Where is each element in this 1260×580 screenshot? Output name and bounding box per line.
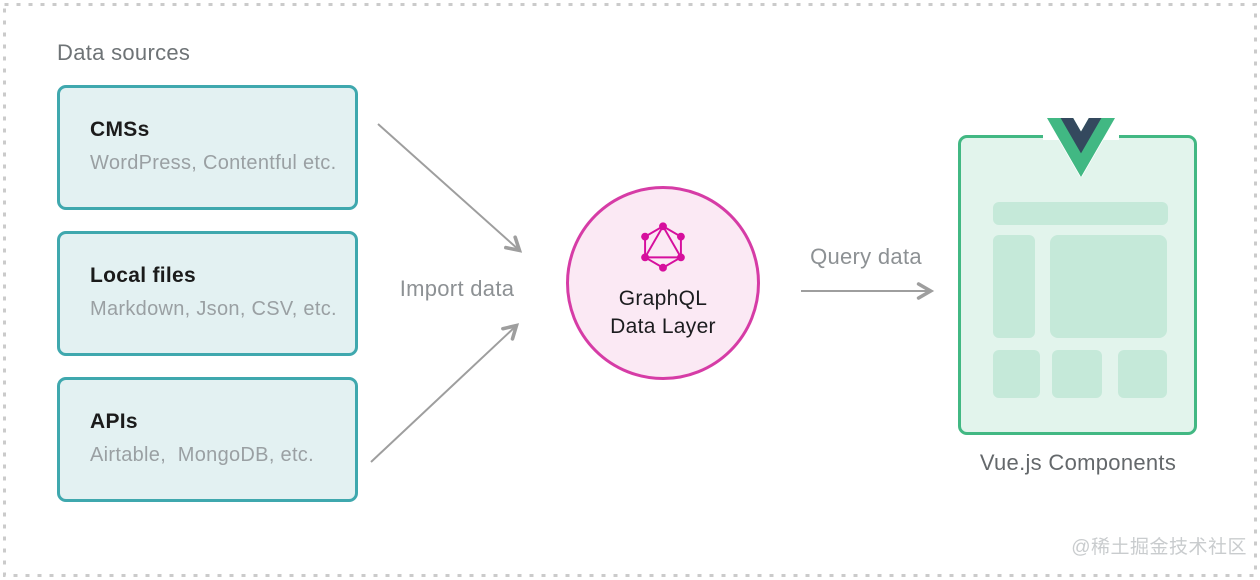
vue-components-caption: Vue.js Components <box>979 450 1177 475</box>
import-arrow-cms <box>377 123 523 253</box>
source-box-subtitle: WordPress, Contentful etc. <box>90 152 337 174</box>
source-box-subtitle: Markdown, Json, CSV, etc. <box>90 298 337 320</box>
watermark: @稀土掘金技术社区 <box>1071 537 1247 558</box>
vue-skeleton-tile <box>1052 350 1102 398</box>
import-arrow-apis <box>370 323 520 463</box>
source-box-title: CMSs <box>90 118 150 141</box>
vue-logo-icon <box>1047 118 1115 177</box>
query-data-label: Query data <box>810 244 922 269</box>
graphql-data-layer-node: GraphQL Data Layer <box>566 186 760 380</box>
vue-skeleton-sidebar <box>993 235 1035 338</box>
vue-skeleton-content <box>1050 235 1167 338</box>
graphql-logo-icon <box>641 222 685 272</box>
vue-components-card <box>958 135 1197 435</box>
source-box-apis: APIs Airtable, MongoDB, etc. <box>57 377 358 502</box>
source-box-local-files: Local files Markdown, Json, CSV, etc. <box>57 231 358 356</box>
graphql-title-line1: GraphQL <box>618 287 708 310</box>
vue-skeleton-tile <box>993 350 1040 398</box>
source-box-title: APIs <box>90 410 138 433</box>
vue-skeleton-tile <box>1118 350 1167 398</box>
source-box-cmss: CMSs WordPress, Contentful etc. <box>57 85 358 210</box>
source-box-subtitle: Airtable, MongoDB, etc. <box>90 444 314 466</box>
graphql-title-line2: Data Layer <box>610 315 716 338</box>
source-box-title: Local files <box>90 264 197 287</box>
data-sources-label: Data sources <box>57 40 191 65</box>
import-data-label: Import data <box>399 276 515 301</box>
vue-skeleton-header <box>993 202 1168 225</box>
